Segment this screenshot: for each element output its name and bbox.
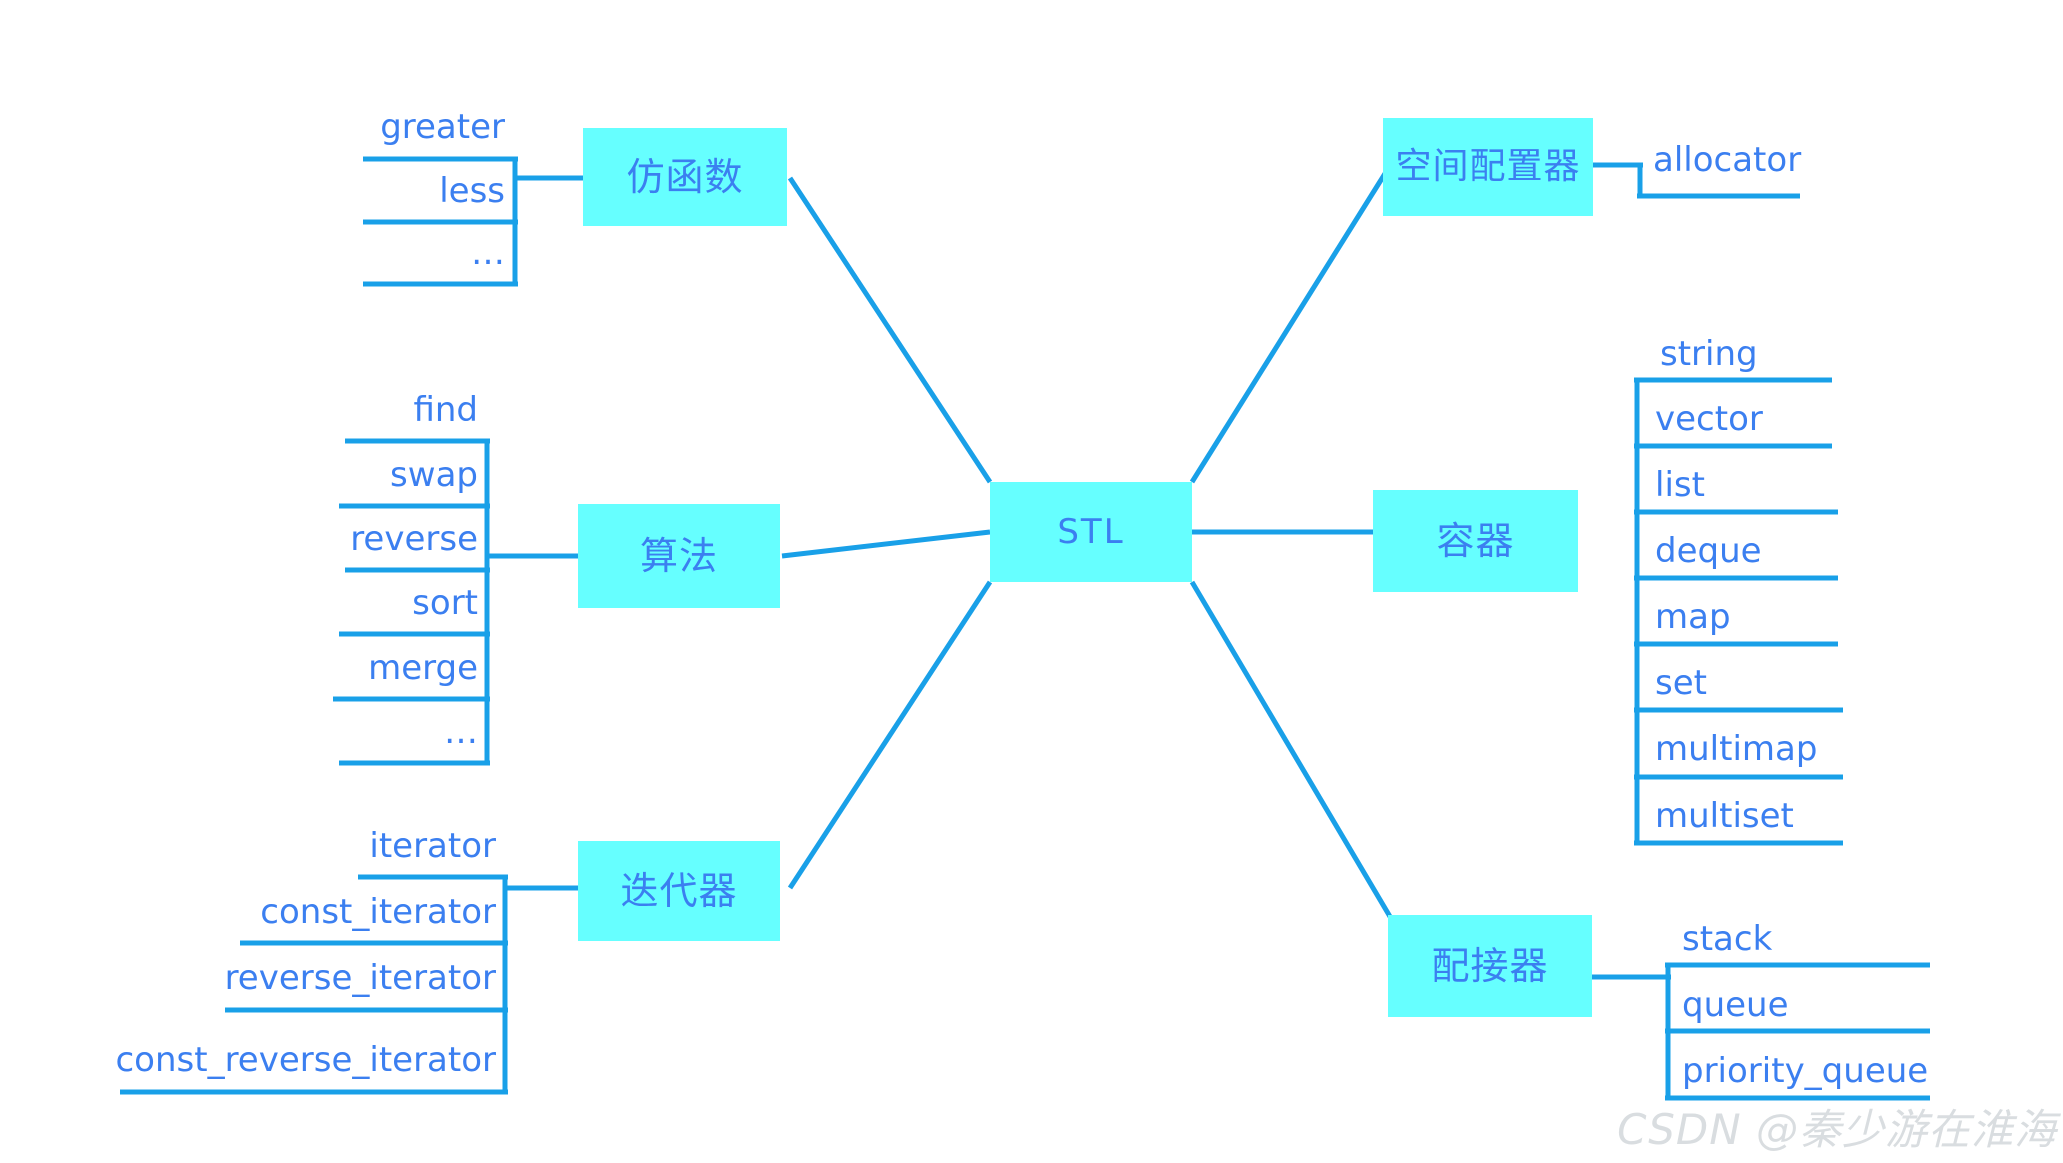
leaf-algorithm-sort[interactable]: sort: [190, 586, 478, 620]
node-allocator[interactable]: 空间配置器: [1383, 118, 1593, 216]
leaf-functor-greater[interactable]: greater: [215, 110, 505, 144]
leaf-algorithm-find[interactable]: find: [190, 393, 478, 427]
leaf-label: queue: [1682, 985, 1789, 1025]
leaf-label: swap: [390, 455, 478, 495]
leaf-container-map[interactable]: map: [1655, 600, 1731, 634]
leaf-label: merge: [368, 648, 478, 688]
leaf-iterator-reverse-iterator[interactable]: reverse_iterator: [100, 961, 496, 995]
node-iterator[interactable]: 迭代器: [578, 841, 780, 941]
leaf-label: reverse_iterator: [224, 958, 496, 998]
leaf-label: …: [444, 712, 478, 752]
spoke-stl-adapter: [1189, 580, 1395, 922]
leaf-label: vector: [1655, 399, 1763, 439]
leaf-container-deque[interactable]: deque: [1655, 534, 1762, 568]
leaf-label: iterator: [369, 826, 496, 866]
node-stl[interactable]: STL: [990, 482, 1192, 582]
leaf-container-set[interactable]: set: [1655, 666, 1707, 700]
watermark: CSDN @秦少游在淮海: [1617, 1105, 2057, 1154]
leaf-label: set: [1655, 663, 1707, 703]
leaf-iterator-const-iterator[interactable]: const_iterator: [100, 895, 496, 929]
leaf-algorithm-ellipsis[interactable]: …: [190, 715, 478, 749]
leaf-label: greater: [380, 107, 505, 147]
leaf-iterator-const-reverse-iterator[interactable]: const_reverse_iterator: [100, 1043, 496, 1077]
node-container-label: 容器: [1436, 519, 1515, 563]
leaf-adapter-queue[interactable]: queue: [1682, 988, 1789, 1022]
leaf-label: priority_queue: [1682, 1051, 1929, 1091]
node-iterator-label: 迭代器: [620, 869, 738, 913]
leaf-algorithm-reverse[interactable]: reverse: [190, 522, 478, 556]
node-functor-label: 仿函数: [626, 155, 744, 199]
leaf-adapter-priority-queue[interactable]: priority_queue: [1682, 1054, 1928, 1088]
leaf-algorithm-swap[interactable]: swap: [190, 458, 478, 492]
node-algorithm[interactable]: 算法: [578, 504, 780, 608]
node-algorithm-label: 算法: [639, 534, 718, 578]
leaf-label: const_iterator: [260, 892, 496, 932]
leaf-adapter-stack[interactable]: stack: [1682, 922, 1772, 956]
spoke-stl-allocator: [1189, 170, 1389, 484]
node-stl-label: STL: [1057, 512, 1125, 552]
leaf-algorithm-merge[interactable]: merge: [190, 651, 478, 685]
leaf-label: less: [439, 171, 505, 211]
node-functor[interactable]: 仿函数: [583, 128, 787, 226]
leaf-label: string: [1660, 334, 1758, 374]
spoke-stl-functor: [787, 176, 993, 484]
leaf-functor-ellipsis[interactable]: …: [215, 236, 505, 270]
leaf-label: multimap: [1655, 729, 1818, 769]
leaf-label: list: [1655, 465, 1705, 505]
leaf-iterator-iterator[interactable]: iterator: [100, 829, 496, 863]
leaf-label: multiset: [1655, 796, 1794, 836]
leaf-label: …: [471, 233, 505, 273]
leaf-container-list[interactable]: list: [1655, 468, 1705, 502]
leaf-container-multimap[interactable]: multimap: [1655, 732, 1817, 766]
leaf-container-vector[interactable]: vector: [1655, 402, 1763, 436]
leaf-container-string[interactable]: string: [1660, 337, 1758, 371]
node-adapter-label: 配接器: [1431, 944, 1549, 988]
node-adapter[interactable]: 配接器: [1388, 915, 1592, 1017]
leaf-functor-less[interactable]: less: [215, 174, 505, 208]
leaf-label: deque: [1655, 531, 1762, 571]
leaf-label: reverse: [350, 519, 478, 559]
node-container[interactable]: 容器: [1373, 490, 1578, 592]
leaf-label: sort: [412, 583, 478, 623]
leaf-label: stack: [1682, 919, 1773, 959]
node-allocator-label: 空间配置器: [1395, 146, 1581, 187]
leaf-container-multiset[interactable]: multiset: [1655, 799, 1794, 833]
leaf-allocator-allocator[interactable]: allocator: [1653, 143, 1801, 177]
spoke-stl-iterator: [787, 580, 993, 890]
leaf-label: const_reverse_iterator: [115, 1040, 496, 1080]
leaf-label: allocator: [1653, 140, 1802, 180]
leaf-label: map: [1655, 597, 1731, 637]
spoke-stl-algorithm: [781, 529, 991, 559]
leaf-label: find: [413, 390, 478, 430]
